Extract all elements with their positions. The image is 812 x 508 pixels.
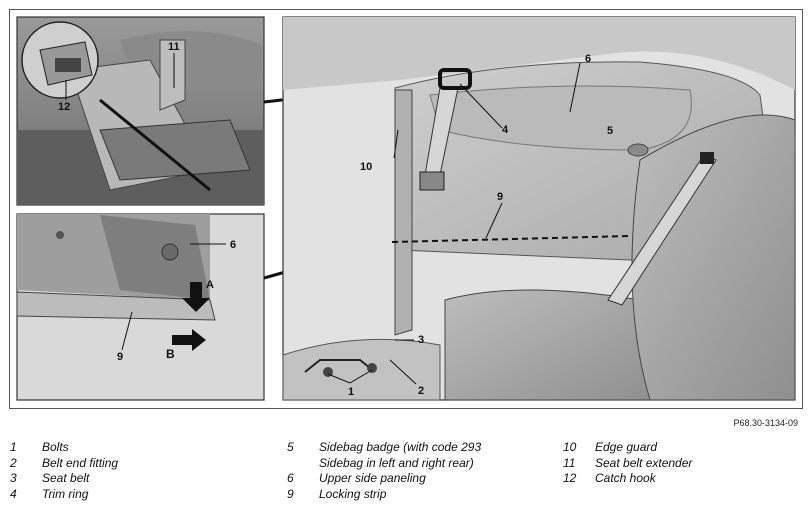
callout-1: 1 bbox=[348, 386, 354, 398]
figure-reference: P68.30-3134-09 bbox=[733, 418, 798, 428]
callout-9: 9 bbox=[497, 191, 503, 203]
callout-10: 10 bbox=[360, 161, 372, 173]
callout-5: 5 bbox=[607, 125, 613, 137]
callout-3: 3 bbox=[418, 334, 424, 346]
callout-12: 12 bbox=[58, 101, 70, 113]
inset-locking-strip: 6 A B 9 bbox=[16, 213, 265, 401]
inset-catch-hook: 11 12 bbox=[16, 16, 265, 206]
technical-illustration: 11 12 6 A B 9 bbox=[16, 16, 796, 401]
callout-6-inset: 6 bbox=[230, 239, 236, 251]
callout-2: 2 bbox=[418, 385, 424, 397]
callout-a: A bbox=[206, 279, 214, 291]
callout-4: 4 bbox=[502, 124, 509, 136]
main-view-rear-interior: 6 5 4 10 9 3 1 2 bbox=[282, 16, 796, 401]
callout-6: 6 bbox=[585, 53, 591, 65]
callout-11: 11 bbox=[168, 41, 180, 53]
legend-item: Sidebag in left and right rear) bbox=[319, 455, 474, 470]
arrow-a-icon bbox=[182, 282, 210, 312]
arrow-b-icon bbox=[172, 329, 206, 351]
callout-9-inset: 9 bbox=[117, 351, 123, 363]
callout-b: B bbox=[166, 347, 175, 361]
